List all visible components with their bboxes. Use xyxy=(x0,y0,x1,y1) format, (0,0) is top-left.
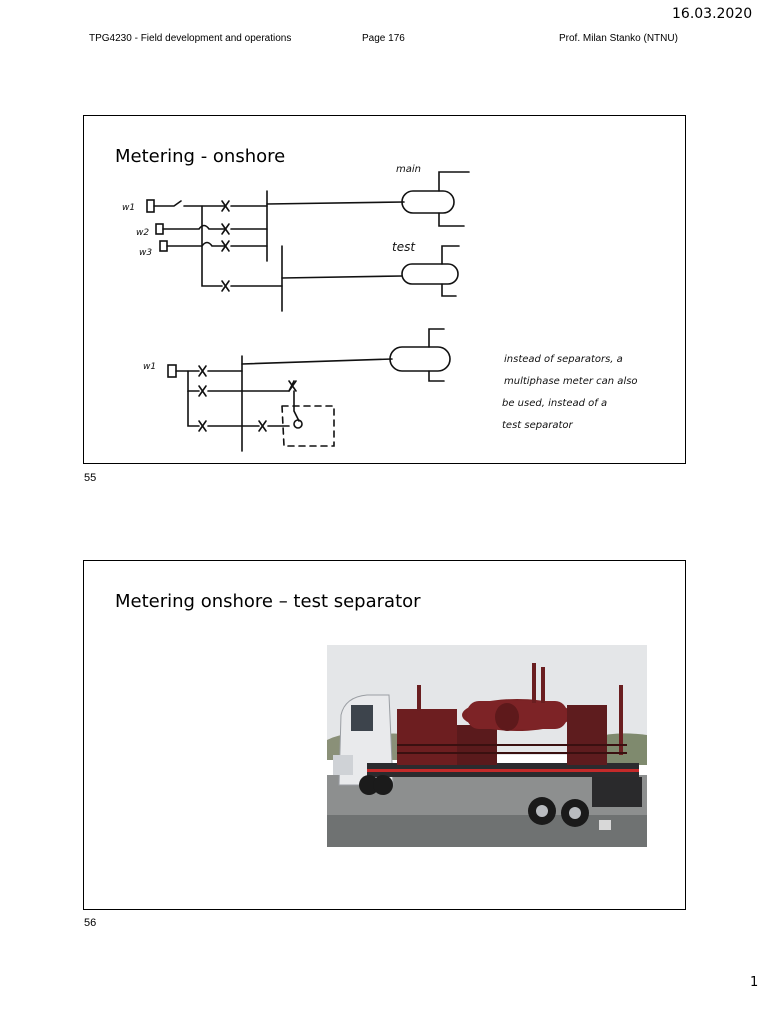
print-date: 16.03.2020 xyxy=(672,6,753,22)
well-label-2: w2 xyxy=(136,228,149,238)
note-line-4: test separator xyxy=(502,420,573,431)
slide-title: Metering onshore – test separator xyxy=(115,591,421,612)
note-line-2: multiphase meter can also xyxy=(504,376,638,387)
main-label: main xyxy=(396,164,421,175)
test-separator-photo xyxy=(327,645,647,847)
slide-56: Metering onshore – test separator xyxy=(83,560,686,910)
note-line-1: instead of separators, a xyxy=(504,354,623,365)
slide-number-55: 55 xyxy=(84,472,97,484)
slide-title: Metering - onshore xyxy=(115,146,286,167)
slide-55: Metering - onshore main test w1 w2 w3 w1 xyxy=(83,115,686,464)
note-line-3: be used, instead of a xyxy=(502,398,607,409)
bottom-well-label: w1 xyxy=(143,362,156,372)
well-label-3: w3 xyxy=(139,248,152,258)
metering-sketch: main test w1 w2 w3 w1 xyxy=(122,164,638,452)
page-number: 1 xyxy=(750,975,759,990)
header-course: TPG4230 - Field development and operatio… xyxy=(89,33,292,44)
header-author: Prof. Milan Stanko (NTNU) xyxy=(559,33,678,44)
slide-number-56: 56 xyxy=(84,917,97,929)
header-page: Page 176 xyxy=(362,33,405,44)
well-label-1: w1 xyxy=(122,203,135,213)
test-label: test xyxy=(392,240,416,254)
